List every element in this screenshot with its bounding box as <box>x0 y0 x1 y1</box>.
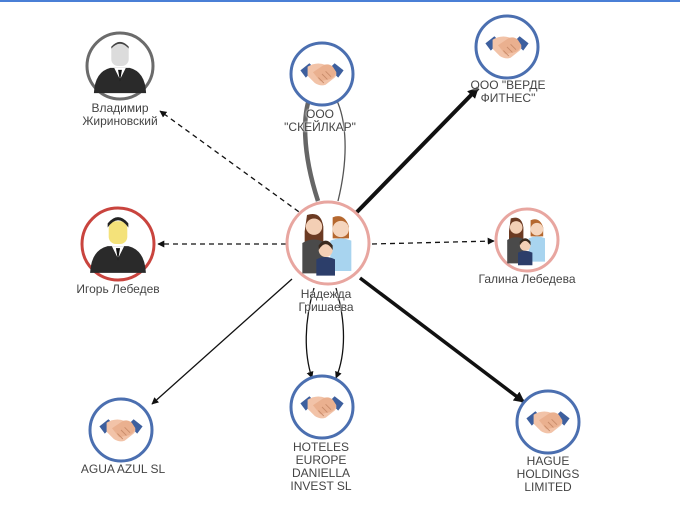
label-line: Гришаева <box>298 300 354 314</box>
node-zhirinovsky[interactable] <box>85 31 155 101</box>
edge-nadezhda-to-zhirinovsky[interactable] <box>159 110 307 218</box>
label-line: HAGUE <box>526 454 570 468</box>
node-igor[interactable] <box>80 206 156 282</box>
label-line: EUROPE <box>295 453 347 467</box>
edge-nadezhda-to-hoteles-right[interactable] <box>335 287 345 379</box>
edge-nadezhda-to-hoteles-left[interactable] <box>305 287 315 379</box>
edge-nadezhda-to-galina[interactable] <box>371 237 495 245</box>
node-galina[interactable] <box>494 207 560 273</box>
label-hoteles: HOTELES EUROPE DANIELLA INVEST SL <box>290 441 351 493</box>
edge-nadezhda-to-hague[interactable] <box>358 276 526 404</box>
label-agua: AGUA AZUL SL <box>81 463 165 476</box>
label-line: Игорь Лебедев <box>76 282 160 296</box>
label-nadezhda: Надежда Гришаева <box>298 288 353 314</box>
label-line: ООО "ВЕРДЕ <box>470 78 546 92</box>
label-line: "СКЕЙЛКАР" <box>284 120 356 134</box>
node-hoteles[interactable] <box>289 374 355 440</box>
node-hague[interactable] <box>515 389 581 455</box>
label-line: HOTELES <box>292 440 350 454</box>
label-verde: ООО "ВЕРДЕ ФИТНЕС" <box>471 79 546 105</box>
label-galina: Галина Лебедева <box>479 273 576 286</box>
label-line: HOLDINGS <box>516 467 580 481</box>
label-line: INVEST SL <box>290 479 352 493</box>
label-line: Надежда <box>300 287 352 301</box>
label-line: Владимир <box>91 101 149 115</box>
label-line: DANIELLA <box>291 466 351 480</box>
label-igor: Игорь Лебедев <box>76 283 159 296</box>
label-line: Жириновский <box>82 114 158 128</box>
label-zhirinovsky: Владимир Жириновский <box>82 102 157 128</box>
edges <box>151 86 526 405</box>
label-hague: HAGUE HOLDINGS LIMITED <box>517 455 580 494</box>
label-line: ООО <box>305 107 334 121</box>
label-line: LIMITED <box>524 480 572 494</box>
label-skeilkar: ООО "СКЕЙЛКАР" <box>284 108 356 134</box>
node-nadezhda[interactable] <box>285 200 371 286</box>
edge-nadezhda-to-verde[interactable] <box>354 86 480 215</box>
edge-nadezhda-to-agua[interactable] <box>151 278 293 405</box>
node-verde[interactable] <box>474 14 540 80</box>
label-line: ФИТНЕС" <box>480 91 536 105</box>
node-skeilkar[interactable] <box>289 41 355 107</box>
node-agua[interactable] <box>88 397 154 463</box>
label-line: Галина Лебедева <box>478 272 576 286</box>
label-line: AGUA AZUL SL <box>80 462 166 476</box>
